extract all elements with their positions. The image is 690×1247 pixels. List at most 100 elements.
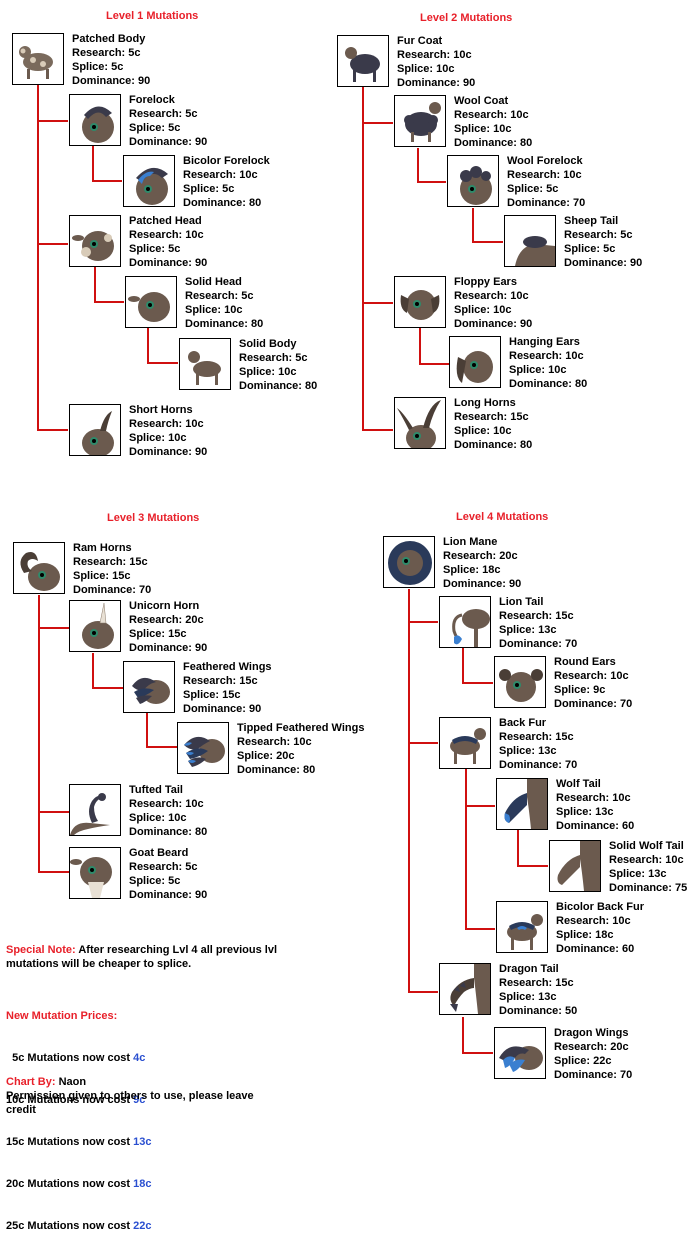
dominance-value: Dominance: 90	[129, 889, 208, 901]
short-horns-goat-icon	[69, 404, 121, 456]
permission-text: Permission given to others to use, pleas…	[6, 1090, 254, 1116]
research-cost: Research: 15c	[499, 977, 574, 989]
splice-cost: Splice: 20c	[237, 750, 295, 762]
connector-line	[37, 429, 68, 431]
dominance-value: Dominance: 70	[507, 197, 586, 209]
dragon-wings-goat-icon	[494, 1027, 546, 1079]
mutation-name: Long Horns	[454, 397, 516, 409]
mutation-name: Solid Head	[185, 276, 242, 288]
connector-line	[37, 243, 68, 245]
ram-horns-goat-icon	[13, 542, 65, 594]
splice-cost: Splice: 5c	[129, 122, 181, 134]
splice-cost: Splice: 13c	[499, 991, 557, 1003]
research-cost: Research: 5c	[185, 290, 254, 302]
connector-line	[38, 595, 40, 872]
mutation-node: Floppy Ears Research: 10c Splice: 10c Do…	[394, 276, 690, 332]
research-cost: Research: 5c	[239, 352, 308, 364]
connector-line	[94, 301, 124, 303]
mutation-node: Solid Head Research: 5c Splice: 10c Domi…	[125, 276, 465, 332]
dominance-value: Dominance: 80	[454, 137, 533, 149]
patched-head-goat-icon	[69, 215, 121, 267]
connector-line	[92, 687, 123, 689]
connector-line	[362, 429, 393, 431]
splice-cost: Splice: 15c	[73, 570, 131, 582]
splice-cost: Splice: 13c	[499, 745, 557, 757]
dominance-value: Dominance: 90	[454, 318, 533, 330]
connector-line	[92, 653, 94, 688]
forelock-goat-icon	[69, 94, 121, 146]
dominance-value: Dominance: 80	[237, 764, 316, 776]
special-note-label: Special Note:	[6, 944, 76, 956]
connector-line	[472, 208, 474, 242]
connector-line	[417, 148, 419, 182]
mutation-node: Bicolor Back Fur Research: 10c Splice: 1…	[496, 901, 690, 957]
connector-line	[146, 713, 148, 747]
mutation-node: Back Fur Research: 15c Splice: 13c Domin…	[439, 717, 690, 773]
splice-cost: Splice: 10c	[397, 63, 455, 75]
splice-cost: Splice: 10c	[509, 364, 567, 376]
dominance-value: Dominance: 90	[72, 75, 151, 87]
connector-line	[419, 328, 421, 364]
mutation-node: Lion Mane Research: 20c Splice: 18c Domi…	[383, 536, 690, 592]
mutation-node: Fur Coat Research: 10c Splice: 10c Domin…	[337, 35, 677, 91]
splice-cost: Splice: 22c	[554, 1055, 612, 1067]
hanging-ears-goat-icon	[449, 336, 501, 388]
lion-mane-goat-icon	[383, 536, 435, 588]
connector-line	[462, 1052, 493, 1054]
connector-line	[462, 1017, 464, 1053]
mutation-name: Unicorn Horn	[129, 600, 200, 612]
price-label: 20c Mutations now cost	[6, 1178, 134, 1190]
splice-cost: Splice: 10c	[454, 425, 512, 437]
solid-head-goat-icon	[125, 276, 177, 328]
dominance-value: Dominance: 70	[499, 759, 578, 771]
price-row: 15c Mutations now cost 13c	[6, 1135, 152, 1149]
splice-cost: Splice: 10c	[454, 123, 512, 135]
connector-line	[37, 83, 39, 430]
price-row: 20c Mutations now cost 18c	[6, 1177, 152, 1191]
mutation-node: Long Horns Research: 15c Splice: 10c Dom…	[394, 397, 690, 453]
connector-line	[147, 362, 178, 364]
connector-line	[465, 768, 467, 929]
connector-line	[408, 991, 438, 993]
research-cost: Research: 20c	[129, 614, 204, 626]
research-cost: Research: 15c	[499, 610, 574, 622]
floppy-ears-goat-icon	[394, 276, 446, 328]
dominance-value: Dominance: 70	[554, 698, 633, 710]
research-cost: Research: 15c	[454, 411, 529, 423]
mutation-name: Lion Mane	[443, 536, 498, 548]
patched-goat-icon	[12, 33, 64, 85]
splice-cost: Splice: 10c	[129, 812, 187, 824]
splice-cost: Splice: 13c	[499, 624, 557, 636]
research-cost: Research: 20c	[443, 550, 518, 562]
goat-beard-goat-icon	[69, 847, 121, 899]
mutation-node: Ram Horns Research: 15c Splice: 15c Domi…	[13, 542, 353, 598]
mutation-name: Patched Body	[72, 33, 146, 45]
mutation-name: Bicolor Forelock	[183, 155, 270, 167]
dominance-value: Dominance: 80	[183, 197, 262, 209]
dragon-tail-goat-icon	[439, 963, 491, 1015]
special-note: Special Note: After researching Lvl 4 al…	[6, 943, 306, 971]
research-cost: Research: 15c	[183, 675, 258, 687]
dominance-value: Dominance: 90	[183, 703, 262, 715]
mutation-node: Goat Beard Research: 5c Splice: 5c Domin…	[69, 847, 409, 903]
connector-line	[147, 327, 149, 363]
connector-line	[94, 266, 96, 302]
mutation-name: Solid Wolf Tail	[609, 840, 684, 852]
price-label: 10c Mutations now cost	[6, 1094, 134, 1106]
dominance-value: Dominance: 70	[554, 1069, 633, 1081]
mutation-name: Goat Beard	[129, 847, 189, 859]
dominance-value: Dominance: 80	[454, 439, 533, 451]
mutation-name: Dragon Wings	[554, 1027, 629, 1039]
splice-cost: Splice: 10c	[454, 304, 512, 316]
connector-line	[408, 621, 438, 623]
level-3-title: Level 3 Mutations	[107, 512, 200, 524]
splice-cost: Splice: 18c	[556, 929, 614, 941]
splice-cost: Splice: 15c	[183, 689, 241, 701]
connector-line	[38, 627, 69, 629]
special-note-text: After researching Lvl 4 all previous lvl…	[6, 944, 278, 970]
connector-line	[362, 85, 364, 430]
mutation-node: Feathered Wings Research: 15c Splice: 15…	[123, 661, 463, 717]
dominance-value: Dominance: 80	[129, 826, 208, 838]
dominance-value: Dominance: 80	[509, 378, 588, 390]
splice-cost: Splice: 5c	[129, 875, 181, 887]
